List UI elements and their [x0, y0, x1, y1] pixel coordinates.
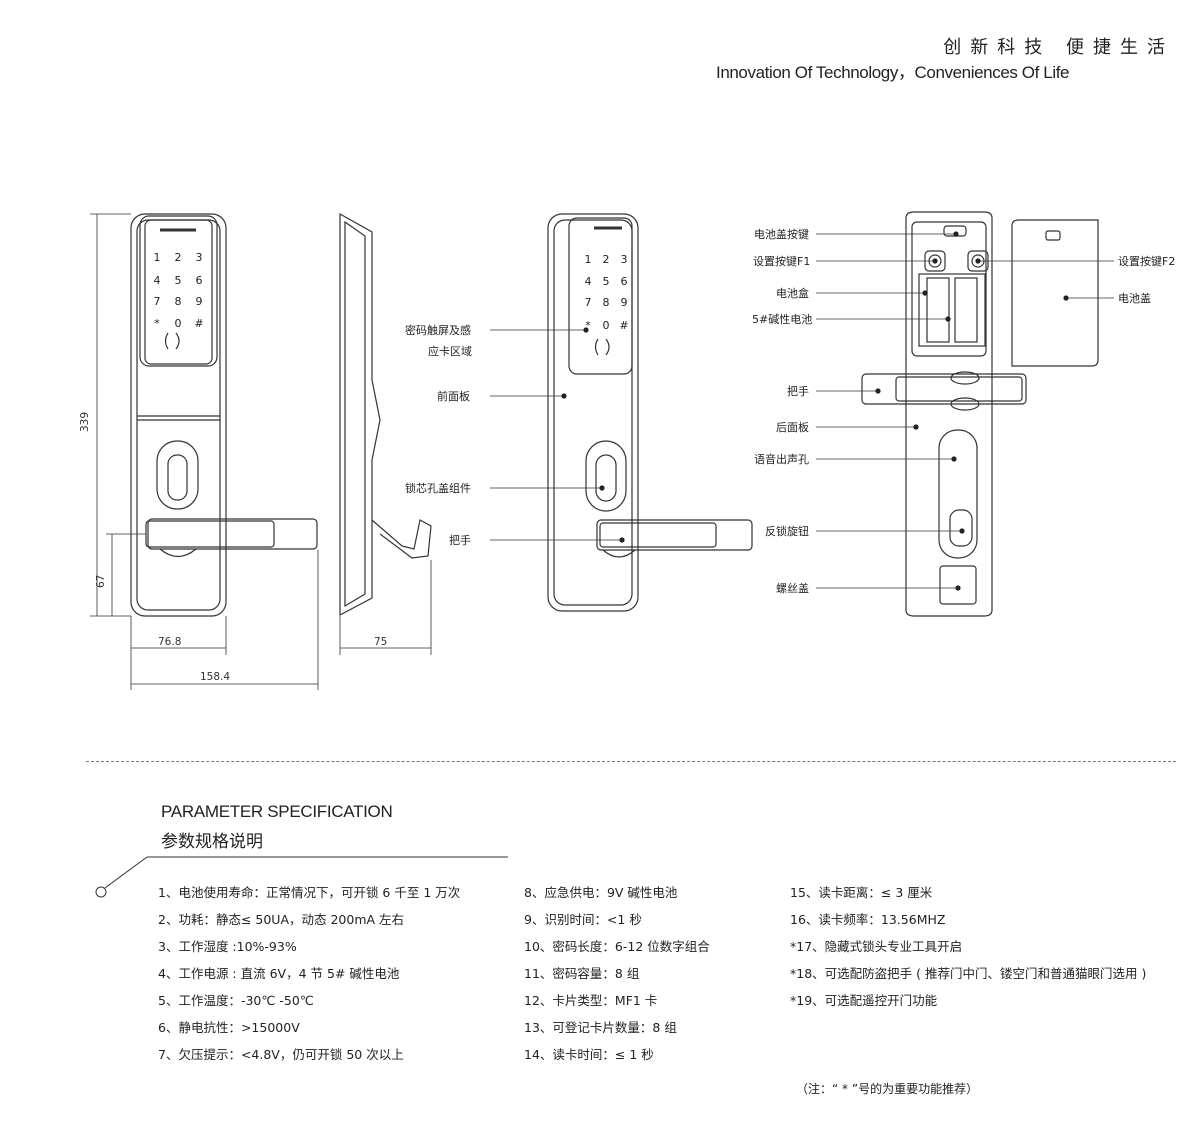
key: * — [154, 317, 160, 330]
key: 3 — [621, 253, 628, 266]
spec-column-1: 1、电池使用寿命：正常情况下，可开锁 6 千至 1 万次 2、功耗：静态≤ 50… — [158, 884, 460, 1073]
label-front-panel: 前面板 — [437, 389, 470, 403]
dim-depth: 75 — [374, 636, 387, 648]
spec-item: 1、电池使用寿命：正常情况下，可开锁 6 千至 1 万次 — [158, 885, 461, 900]
spec-item: *17、隐藏式锁头专业工具开启 — [790, 939, 963, 954]
spec-item: 4、工作电源 : 直流 6V，4 节 5# 碱性电池 — [158, 966, 400, 981]
dim-height-total: 339 — [79, 412, 91, 432]
label-speaker: 语音出声孔 — [754, 452, 809, 466]
spec-item: *18、可选配防盗把手 ( 推荐门中门、镂空门和普通猫眼门选用 ) — [790, 966, 1147, 981]
key: * — [585, 319, 591, 332]
label-knob: 反锁旋钮 — [765, 524, 809, 538]
key: 5 — [175, 274, 182, 287]
slogan-english: Innovation Of Technology，Conveniences Of… — [716, 63, 1070, 82]
spec-item: 13、可登记卡片数量：8 组 — [524, 1020, 677, 1035]
key: 2 — [603, 253, 610, 266]
key: 6 — [196, 274, 203, 287]
spec-item: 3、工作湿度 :10%-93% — [158, 939, 297, 954]
key: 8 — [175, 295, 182, 308]
key: 0 — [175, 317, 182, 330]
spec-item: 2、功耗：静态≤ 50UA，动态 200mA 左右 — [158, 912, 405, 927]
label-battery-button: 电池盖按键 — [754, 227, 809, 241]
spec-item: 9、识别时间：<1 秒 — [524, 912, 642, 927]
section-divider — [86, 761, 1176, 762]
side-view-lock — [339, 212, 432, 616]
spec-item: 5、工作温度：-30℃ -50℃ — [158, 993, 314, 1008]
callout-leaders — [490, 233, 1114, 589]
key: 7 — [585, 296, 592, 309]
label-set-f2: 设置按键F2 — [1118, 254, 1175, 268]
key: 6 — [621, 275, 628, 288]
key: 3 — [196, 251, 203, 264]
spec-title-english: PARAMETER SPECIFICATION — [161, 802, 393, 821]
label-battery-5: 5#碱性电池 — [752, 312, 812, 326]
key: 1 — [585, 253, 592, 266]
key: 4 — [154, 274, 161, 287]
spec-item: 7、欠压提示：<4.8V，仍可开锁 50 次以上 — [158, 1047, 404, 1062]
key: 0 — [603, 319, 610, 332]
spec-column-3: 15、读卡距离：≤ 3 厘米 16、读卡频率：13.56MHZ *17、隐藏式锁… — [790, 884, 1146, 1019]
label-lock-cover: 锁芯孔盖组件 — [405, 481, 471, 495]
dim-width-panel: 76.8 — [158, 636, 181, 648]
key: 9 — [196, 295, 203, 308]
label-rear-panel: 后面板 — [776, 420, 809, 434]
keypad-left: 1 2 3 4 5 6 7 8 9 * 0 # — [154, 251, 204, 330]
spec-item: 8、应急供电：9V 碱性电池 — [524, 885, 678, 900]
spec-item: 14、读卡时间：≤ 1 秒 — [524, 1047, 654, 1062]
label-screw-cover: 螺丝盖 — [776, 581, 809, 595]
label-touch-area-1: 密码触屏及感 — [405, 323, 471, 337]
front-view-labeled-lock — [547, 213, 753, 612]
spec-column-2: 8、应急供电：9V 碱性电池 9、识别时间：<1 秒 10、密码长度：6-12 … — [524, 884, 710, 1073]
spec-note: （注：“ * ”号的为重要功能推荐） — [796, 1082, 979, 1096]
key: 8 — [603, 296, 610, 309]
title-underline-decoration — [95, 856, 508, 898]
key: 5 — [603, 275, 610, 288]
key: 2 — [175, 251, 182, 264]
label-battery-box: 电池盒 — [776, 286, 809, 300]
key: # — [619, 319, 628, 332]
front-view-lock — [130, 213, 318, 617]
key: 7 — [154, 295, 161, 308]
key: # — [194, 317, 203, 330]
label-handle-back: 把手 — [787, 384, 809, 398]
spec-item: 10、密码长度：6-12 位数字组合 — [524, 939, 710, 954]
label-handle-front: 把手 — [449, 533, 471, 547]
callout-dots — [561, 231, 1069, 591]
spec-item: 15、读卡距离：≤ 3 厘米 — [790, 885, 933, 900]
label-set-f1: 设置按键F1 — [753, 254, 810, 268]
label-touch-area-2: 应卡区域 — [428, 344, 472, 358]
spec-item: 12、卡片类型：MF1 卡 — [524, 993, 658, 1008]
spec-item: *19、可选配遥控开门功能 — [790, 993, 938, 1008]
dim-height-handle: 67 — [95, 575, 107, 588]
spec-item: 16、读卡频率：13.56MHZ — [790, 912, 946, 927]
technical-drawing: 1 2 3 4 5 6 7 8 9 * 0 # 1 2 3 4 5 6 7 8 … — [79, 211, 1175, 690]
dimension-lines — [90, 213, 432, 690]
back-view-lock — [861, 211, 1099, 617]
key: 4 — [585, 275, 592, 288]
dim-width-total: 158.4 — [200, 671, 230, 683]
spec-item: 6、静电抗性：>15000V — [158, 1020, 300, 1035]
key: 9 — [621, 296, 628, 309]
label-battery-cover: 电池盖 — [1118, 291, 1151, 305]
keypad-right: 1 2 3 4 5 6 7 8 9 * 0 # — [585, 253, 629, 332]
spec-item: 11、密码容量：8 组 — [524, 966, 640, 981]
slogan-chinese: 创新科技 便捷生活 — [943, 37, 1174, 58]
key: 1 — [154, 251, 161, 264]
spec-title-chinese: 参数规格说明 — [161, 832, 263, 852]
